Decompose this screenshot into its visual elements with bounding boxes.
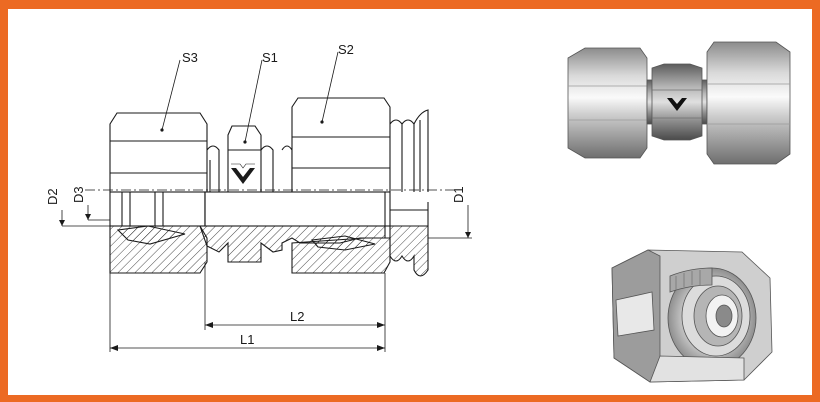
- label-d3: D3: [71, 186, 86, 203]
- label-s2: S2: [338, 42, 354, 57]
- label-d1: D1: [451, 186, 466, 203]
- label-l1: L1: [240, 332, 254, 347]
- v-check-icon: [231, 168, 255, 184]
- v-check-icon: [667, 98, 687, 111]
- product-render-cutaway: [611, 249, 773, 383]
- product-render-side: [567, 41, 791, 165]
- fitting-drawing: [59, 51, 472, 352]
- label-s3: S3: [182, 50, 198, 65]
- label-l2: L2: [290, 309, 304, 324]
- label-s1: S1: [262, 50, 278, 65]
- label-d2: D2: [45, 188, 60, 205]
